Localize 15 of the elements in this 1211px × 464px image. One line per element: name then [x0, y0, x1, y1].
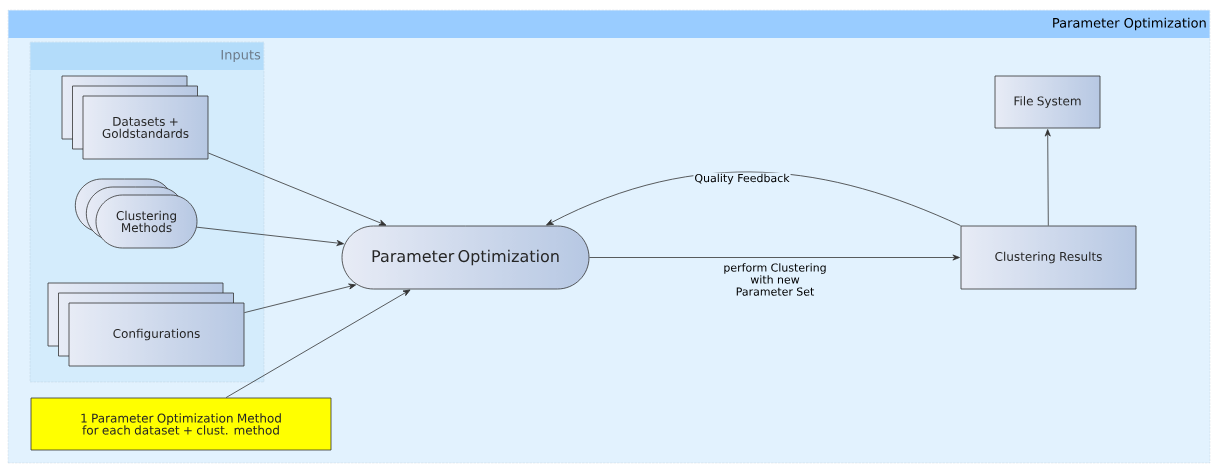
- process-box: Clustering Results: [960, 225, 1137, 290]
- arrow: [208, 152, 387, 226]
- process-box: File System: [994, 75, 1101, 129]
- arrow: [1044, 129, 1051, 226]
- arrow: [244, 283, 357, 314]
- note-box: 1 Parameter Optimization Method for each dataset + clust. method: [30, 397, 332, 451]
- arrow: [546, 171, 961, 226]
- arrow: [225, 289, 411, 398]
- process-stack: Clustering Methods: [74, 178, 198, 249]
- arrow: [196, 226, 344, 246]
- document-stack: Configurations: [47, 282, 245, 367]
- arrow: [589, 254, 960, 261]
- edge-label: perform Clustering with new Parameter Set: [715, 262, 835, 297]
- document-stack: Datasets + Goldstandards: [61, 75, 209, 160]
- process-pill: Parameter Optimization: [341, 225, 590, 290]
